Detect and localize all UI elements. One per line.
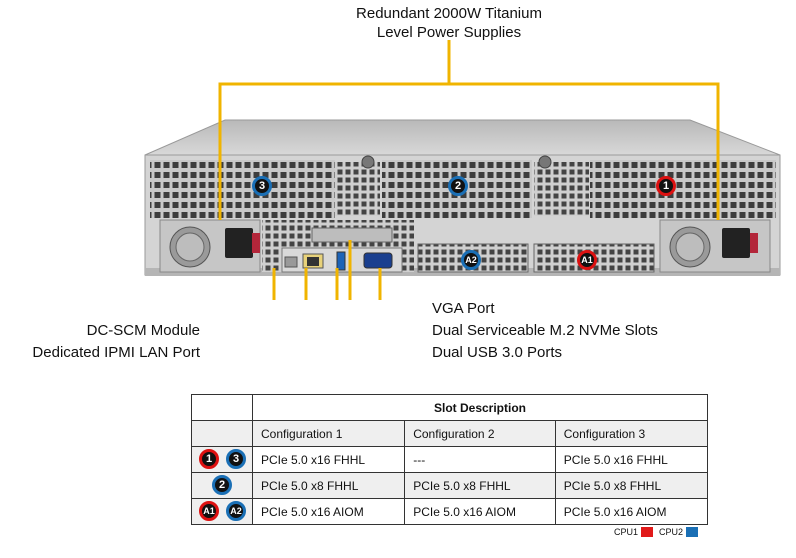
psu-callout: Redundant 2000W Titanium Level Power Sup… [299,4,599,42]
m2-tray [311,227,393,243]
table-cell: PCIe 5.0 x16 AIOM [251,498,406,525]
slot-badge-a2: A2 [461,250,481,270]
chassis-top [144,119,781,156]
column-header: Configuration 2 [404,420,556,447]
legend-cpu2-swatch [686,527,699,537]
usb-ports [336,251,346,271]
table-cell: PCIe 5.0 x8 FHHL [404,472,556,499]
slot-description-table: Slot Description Configuration 1 Configu… [191,394,709,525]
table-cell: --- [404,446,556,473]
vent-left [150,160,335,218]
callout-lines [218,40,720,300]
legend-cpu2-label: CPU2 [659,527,684,537]
table-row: 2 PCIe 5.0 x8 FHHL PCIe 5.0 x8 FHHL PCIe… [191,472,709,499]
table-cell: PCIe 5.0 x8 FHHL [554,472,709,499]
table-cell: PCIe 5.0 x16 AIOM [554,498,709,525]
row-badge-2: 2 [212,475,232,495]
psu-callout-line2: Level Power Supplies [376,24,522,41]
row-badge-a1: A1 [199,501,219,521]
cpu-legend: CPU1 CPU2 [614,527,699,537]
table-header-row: Slot Description [191,394,708,421]
vent-right [590,160,776,218]
row-badge-3: 3 [226,449,246,469]
table-cell: PCIe 5.0 x8 FHHL [251,472,406,499]
table-title: Slot Description [252,394,708,421]
row-badge-1: 1 [199,449,219,469]
slot-badge-3: 3 [252,176,272,196]
psu-callout-line1: Redundant 2000W Titanium [356,5,542,22]
dcscm-callout: DC-SCM Module [86,322,200,339]
legend-cpu1-swatch [641,527,654,537]
table-cell: PCIe 5.0 x16 FHHL [554,446,709,473]
slot-badge-1: 1 [656,176,676,196]
column-header: Configuration 1 [251,420,406,447]
row-badge-a2: A2 [226,501,246,521]
table-cell: PCIe 5.0 x16 FHHL [251,446,406,473]
vga-port [363,252,393,269]
usb-callout: Dual USB 3.0 Ports [432,344,563,361]
server-rear-view [144,40,781,300]
ipmi-callout: Dedicated IPMI LAN Port [32,344,200,361]
m2-callout: Dual Serviceable M.2 NVMe Slots [432,322,658,339]
table-config-row: Configuration 1 Configuration 2 Configur… [191,420,709,447]
legend-cpu1-label: CPU1 [614,527,639,537]
table-row: 1 3 PCIe 5.0 x16 FHHL --- PCIe 5.0 x16 F… [191,446,709,473]
slot-badge-2: 2 [448,176,468,196]
column-header: Configuration 3 [554,420,709,447]
table-row: A1 A2 PCIe 5.0 x16 AIOM PCIe 5.0 x16 AIO… [191,498,709,525]
vga-callout: VGA Port [432,300,495,317]
table-cell: PCIe 5.0 x16 AIOM [404,498,556,525]
slot-badge-a1: A1 [577,250,597,270]
